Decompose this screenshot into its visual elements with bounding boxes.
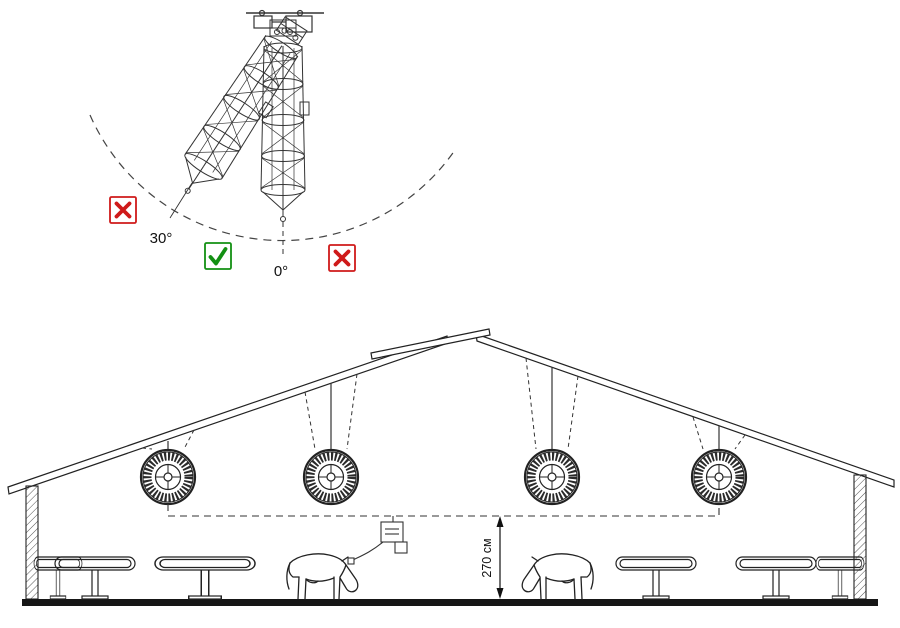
height-dimension: 270 см bbox=[480, 516, 504, 599]
mounting-angle-diagram: 30° 0° bbox=[89, 9, 456, 280]
ceiling-fan-3 bbox=[525, 450, 579, 504]
controller-box bbox=[347, 516, 408, 565]
barn-cross-section: 270 см bbox=[7, 328, 895, 606]
stall-3 bbox=[615, 556, 697, 600]
tilted-angle-label: 30° bbox=[150, 230, 173, 247]
wall-left bbox=[25, 485, 39, 600]
wall-right bbox=[853, 474, 867, 600]
stall-2 bbox=[154, 556, 256, 600]
fan-mounting-rods bbox=[167, 367, 720, 450]
fan-unit-vertical bbox=[260, 19, 310, 222]
swing-arc bbox=[89, 114, 456, 242]
fan-unit-tilted bbox=[167, 11, 319, 208]
tilted-axis-leader bbox=[169, 182, 193, 219]
arrow-down-icon bbox=[496, 588, 504, 599]
floor bbox=[22, 599, 878, 606]
stall-4 bbox=[735, 556, 817, 600]
cow-right bbox=[521, 553, 594, 600]
arrow-up-icon bbox=[496, 516, 504, 527]
hoist-trolley bbox=[246, 9, 324, 33]
fan-suspension-cones bbox=[141, 357, 746, 450]
wrong-mark-right-icon bbox=[328, 244, 356, 272]
stall-1 bbox=[54, 556, 136, 600]
cow-left bbox=[286, 553, 359, 600]
roof-left-slope bbox=[7, 335, 449, 495]
cross-icon bbox=[333, 249, 351, 267]
cross-icon bbox=[114, 201, 132, 219]
stall-left-edge bbox=[33, 556, 83, 600]
ceiling-fan-4 bbox=[692, 450, 746, 504]
ceiling-fan-2 bbox=[304, 450, 358, 504]
height-dimension-label: 270 см bbox=[480, 538, 494, 577]
vertical-angle-label: 0° bbox=[274, 263, 288, 280]
ridge-cap bbox=[370, 328, 491, 360]
roof-right-slope bbox=[475, 333, 895, 488]
check-icon bbox=[208, 247, 228, 266]
ceiling-fan-1 bbox=[141, 450, 195, 504]
fan-level-line bbox=[167, 504, 720, 517]
correct-mark-icon bbox=[204, 242, 232, 270]
wrong-mark-left-icon bbox=[109, 196, 137, 224]
